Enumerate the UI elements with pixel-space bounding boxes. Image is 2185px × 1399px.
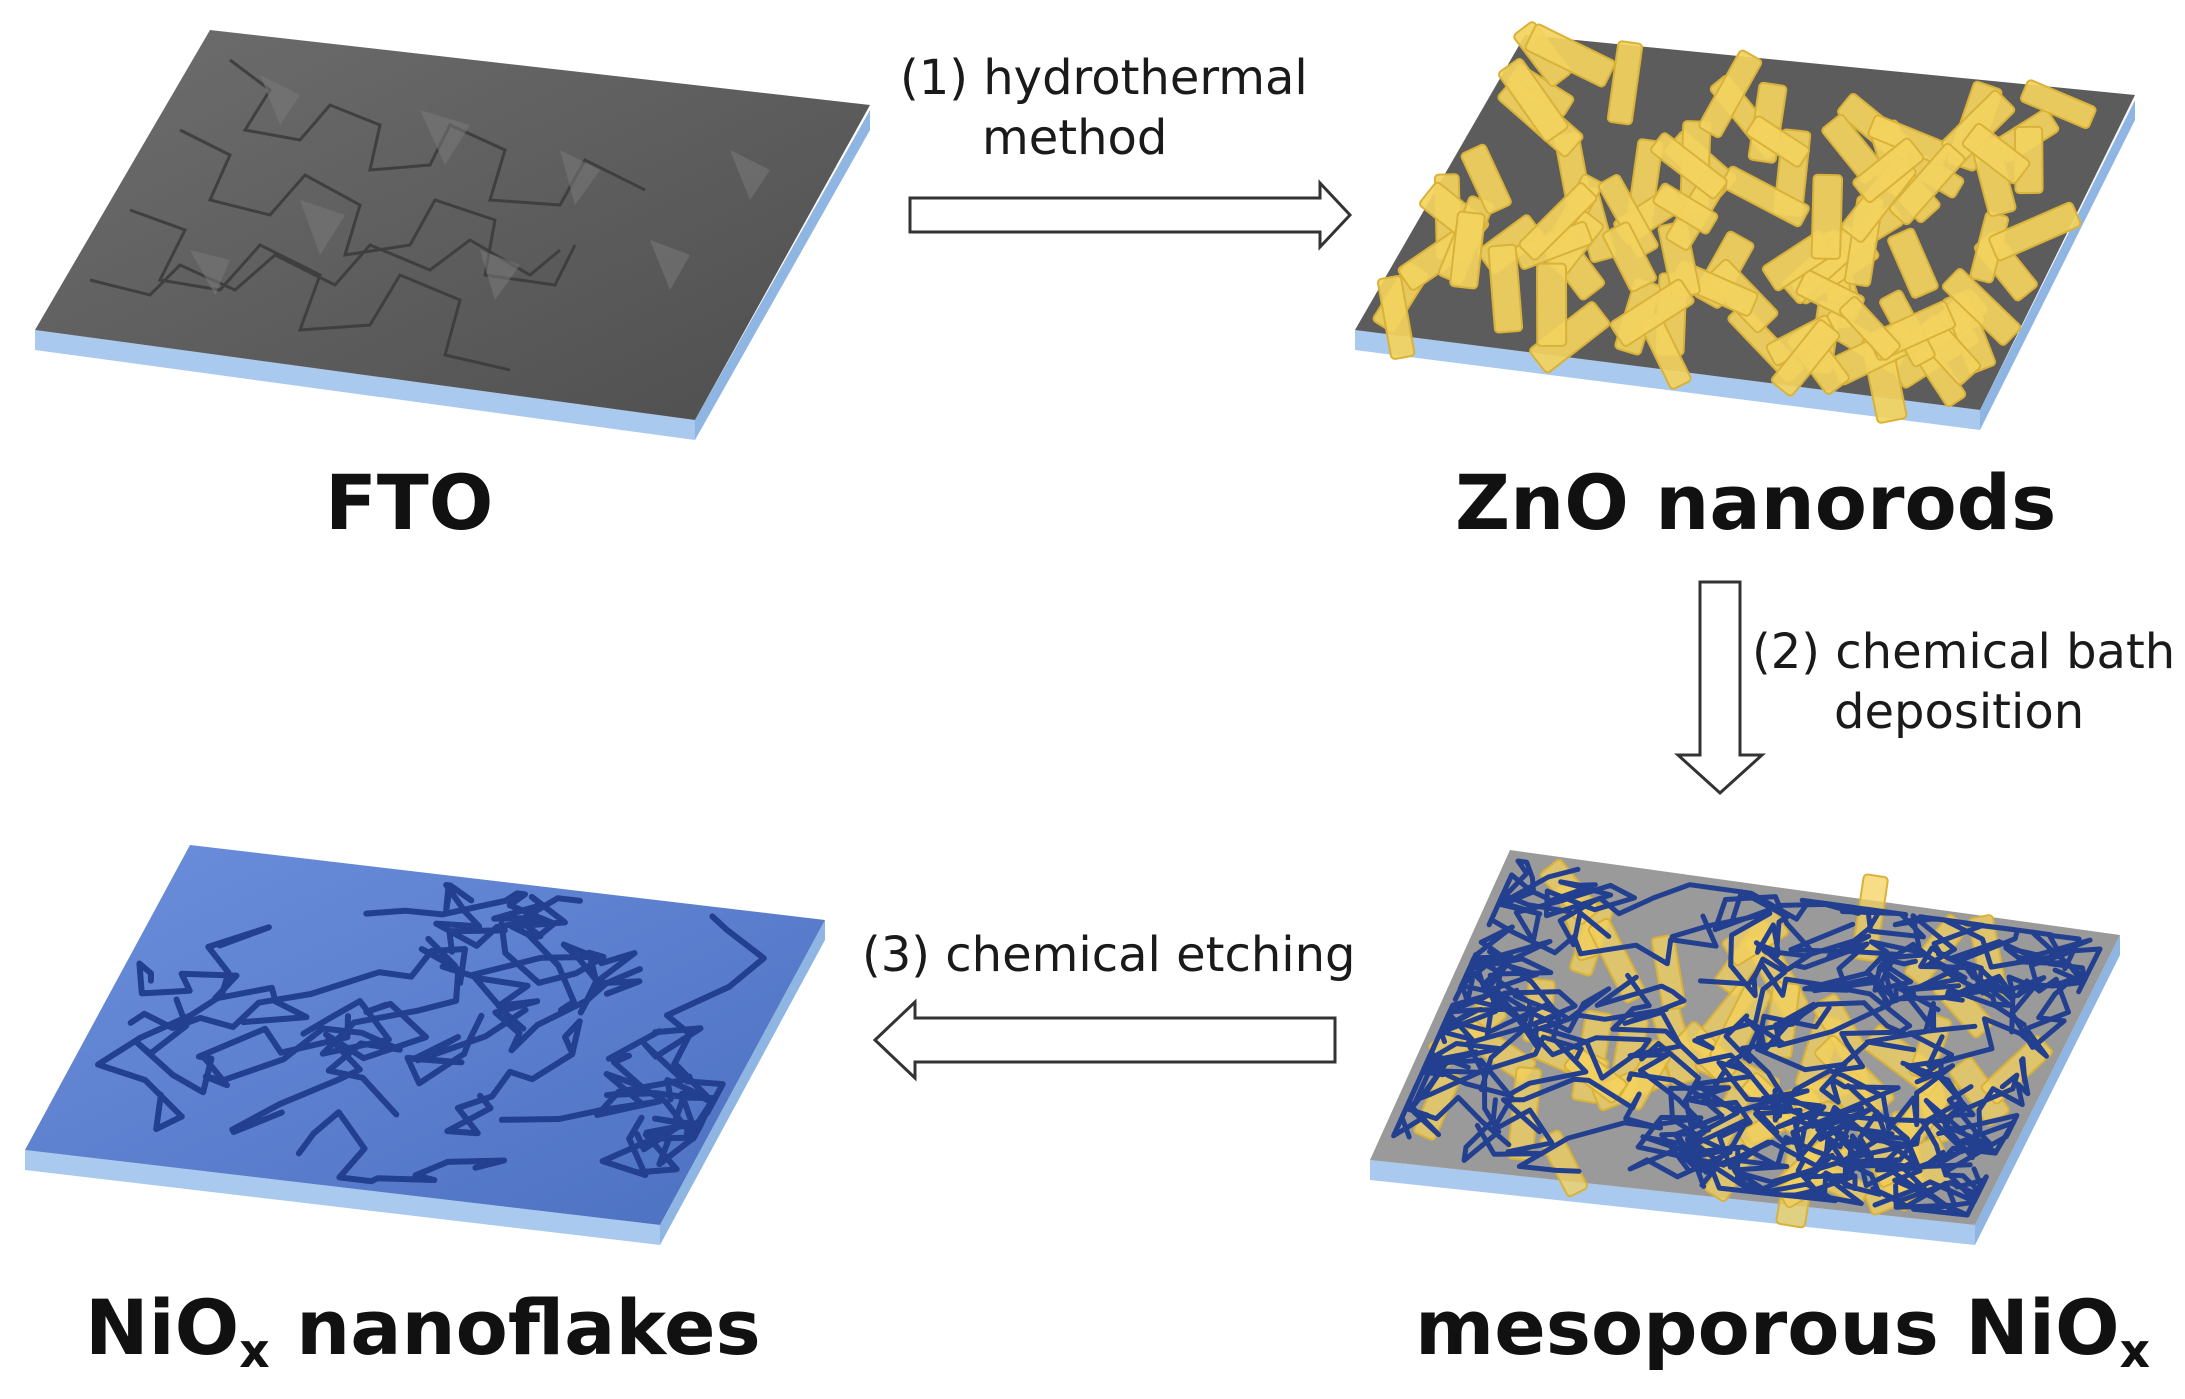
network-strand (498, 1025, 704, 1123)
fto-substrate (35, 30, 870, 440)
network-strand (229, 1000, 429, 1135)
network-strand (1942, 1084, 1994, 1203)
flakes-network (95, 882, 767, 1185)
zno-rod (1609, 278, 1695, 347)
flakes-substrate (25, 845, 825, 1245)
network-strand (1712, 894, 1861, 972)
network-strand (1926, 975, 2071, 1068)
network-strand (1892, 914, 2052, 970)
network-strand (603, 1071, 697, 1176)
label-flakes-sub: x (239, 1324, 270, 1380)
network-strand (1486, 892, 1719, 967)
zno-rod (1650, 934, 1687, 1011)
zno-rod (1460, 143, 1512, 215)
zno-rod (1652, 182, 1719, 235)
network-strand (1697, 961, 1913, 1073)
meso-network (1391, 858, 2103, 1218)
zno-rod (1606, 40, 1644, 126)
label-fto: FTO (325, 458, 494, 547)
network-strand (1513, 879, 1637, 944)
label-meso-main: mesoporous NiO (1415, 1283, 2120, 1372)
step1-text: (1) hydrothermal method (900, 48, 1308, 168)
network-strand (1639, 1041, 1771, 1175)
network-strand (1399, 1041, 1503, 1140)
network-strand (1817, 900, 1926, 955)
network-strand (1904, 1023, 2020, 1118)
network-strand (1773, 948, 1909, 1049)
network-strand (604, 1028, 719, 1104)
zno-rod (1535, 262, 1568, 347)
network-strand (469, 941, 638, 1032)
step3-line1: (3) chemical etching (862, 927, 1356, 983)
zno-rod (1518, 182, 1598, 261)
network-strand (1635, 1114, 1874, 1183)
arrow-left-step3 (872, 998, 1337, 1082)
zno-rod (1597, 174, 1659, 258)
zno-rod (1941, 268, 2022, 346)
zno-rod (1376, 275, 1416, 360)
step3-text: (3) chemical etching (862, 925, 1355, 985)
step1-line1: (1) hydrothermal (900, 50, 1308, 106)
zno-rod (1888, 142, 1966, 226)
step2-text: (2) chemical bath deposition (1752, 622, 2175, 742)
network-strand (136, 960, 310, 1026)
network-strand (95, 924, 272, 1132)
network-strand (1461, 989, 1578, 1163)
zno-rod (1602, 221, 1657, 293)
zno-rod (1887, 227, 1939, 299)
step2-line2: deposition (1834, 684, 2085, 740)
network-strand (404, 1006, 529, 1087)
zno-rod (1745, 115, 1810, 168)
network-strand (1772, 1063, 1955, 1132)
label-zno-nanorods: ZnO nanorods (1455, 458, 2057, 547)
zno-rod (1524, 23, 1616, 88)
label-niox-nanoflakes: NiOx nanoflakes (85, 1290, 761, 1376)
network-strand (664, 913, 767, 1132)
zno-rod (1988, 201, 2082, 262)
arrow-right-step1 (908, 179, 1353, 251)
label-meso-sub: x (2119, 1324, 2150, 1380)
zno-rod (1498, 58, 1569, 143)
step1-line2: method (982, 110, 1168, 166)
zno-rod (1838, 296, 1901, 361)
zno-rod (1650, 132, 1728, 200)
network-strand (1640, 1067, 1768, 1196)
network-strand (444, 1018, 583, 1137)
network-strand (295, 1109, 508, 1185)
zno-rods (1372, 21, 2097, 424)
network-strand (1864, 939, 2049, 1053)
network-strand (1948, 946, 2103, 1000)
zno-rod (1449, 210, 1486, 290)
network-strand (1753, 1106, 1874, 1156)
network-strand (433, 882, 541, 949)
network-strand (1496, 858, 1581, 917)
zno-rod (1852, 137, 1925, 203)
zno-rod (1770, 319, 1841, 397)
zno-rod (1487, 243, 1524, 334)
network-strand (491, 893, 583, 1013)
network-strand (1501, 1076, 1664, 1174)
network-strand (1754, 1005, 1901, 1117)
label-flakes-main: NiO (85, 1283, 240, 1372)
network-strand (1729, 889, 1872, 960)
network-strand (1723, 1001, 1817, 1064)
arrow-down-step2 (1674, 580, 1766, 796)
zno-rod (1698, 49, 1763, 139)
zno-rod (1810, 173, 1844, 261)
network-strand (1812, 941, 1941, 1013)
network-strand (1439, 955, 1536, 1032)
zno-rod (1961, 122, 2031, 185)
zno-rod (2019, 79, 2097, 129)
zno-rod (1720, 165, 1810, 228)
network-strand (1391, 1082, 1512, 1148)
label-flakes-rest: nanoflakes (269, 1283, 761, 1372)
step2-line1: (2) chemical bath (1752, 624, 2176, 680)
label-mesoporous-niox: mesoporous NiOx (1415, 1290, 2150, 1376)
network-strand (363, 890, 558, 940)
network-strand (300, 935, 462, 1057)
